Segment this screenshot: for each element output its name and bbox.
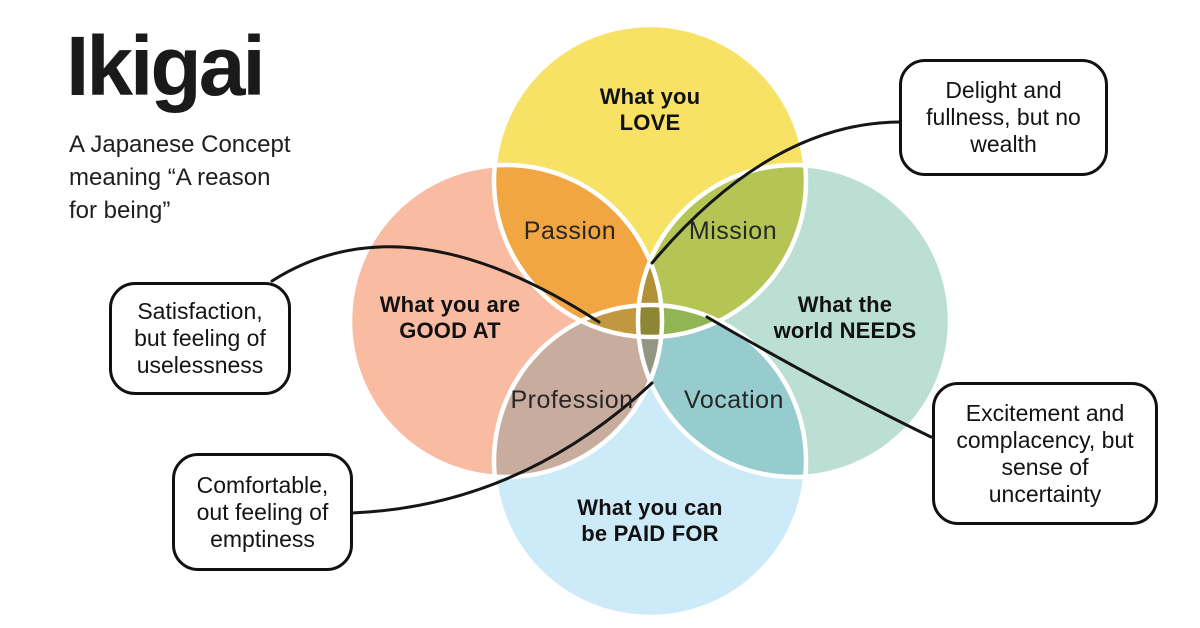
connector-comfortable — [350, 381, 654, 515]
venn-circle-outlines — [347, 22, 953, 620]
circle-label-paid-for: What you can be PAID FOR — [577, 495, 723, 546]
circle-label-world-needs: What the world NEEDS — [773, 292, 917, 343]
overlap-label-mission: Mission — [688, 217, 778, 245]
circle-good-at-outline — [347, 162, 665, 480]
callout-delight: Delight and fullness, but no wealth — [899, 59, 1108, 176]
circle-label-love: What you LOVE — [599, 84, 701, 135]
circle-world-needs-outline — [635, 162, 953, 480]
page-subtitle: A Japanese Concept meaning “A reason for… — [69, 131, 291, 224]
circle-paid-for-outline — [491, 302, 809, 620]
connector-excitement — [705, 315, 933, 439]
callout-satisfaction-text: Satisfaction, but feeling of uselessness — [134, 298, 266, 378]
connectors — [270, 120, 933, 515]
callout-satisfaction: Satisfaction, but feeling of uselessness — [109, 282, 291, 395]
venn-circle-fills — [350, 25, 950, 617]
page-title: Ikigai — [66, 19, 266, 113]
overlap-label-passion: Passion — [523, 217, 617, 245]
callout-comfortable: Comfortable, out feeling of emptiness — [172, 453, 353, 571]
circle-label-good-at: What you are GOOD AT — [379, 292, 521, 343]
overlap-label-profession: Profession — [510, 386, 634, 414]
callout-comfortable-text: Comfortable, out feeling of emptiness — [196, 471, 329, 552]
circle-love-outline — [491, 22, 809, 340]
circle-paid-for — [494, 305, 806, 617]
connector-satisfaction — [270, 245, 601, 324]
callout-excitement: Excitement and complacency, but sense of… — [932, 382, 1158, 525]
callout-excitement-text: Excitement and complacency, but sense of… — [956, 399, 1134, 507]
overlap-label-vocation: Vocation — [684, 386, 784, 414]
connector-delight — [650, 120, 901, 265]
callout-delight-text: Delight and fullness, but no wealth — [926, 77, 1081, 157]
